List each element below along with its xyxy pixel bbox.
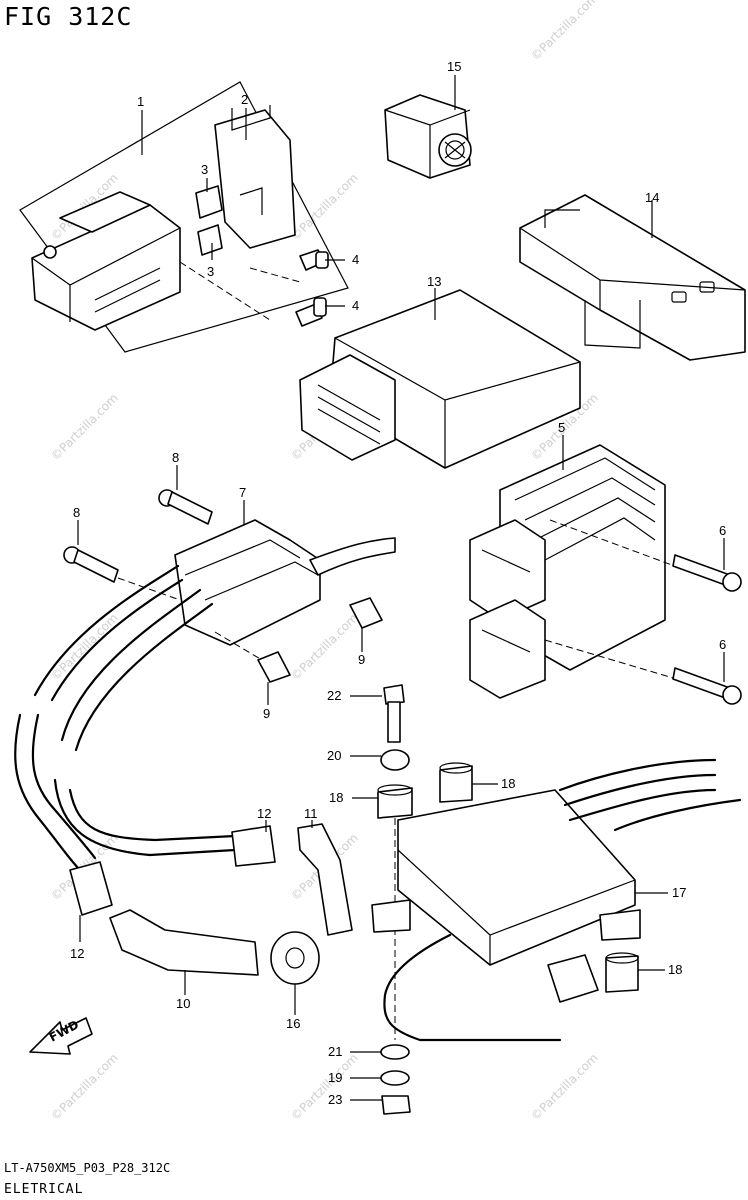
part-19-washer [380,1070,410,1086]
callout-4: 4 [352,298,359,313]
callout-3: 3 [201,162,208,177]
callout-6: 6 [719,523,726,538]
callout-13: 13 [427,274,441,289]
callout-12: 12 [257,806,271,821]
part-5-regulator [469,444,681,699]
part-6-bolts [672,554,742,705]
ignition-leads [14,564,237,872]
callout-18: 18 [329,790,343,805]
callout-18: 18 [501,776,515,791]
callout-5: 5 [558,420,565,435]
callout-9: 9 [263,706,270,721]
figure-title: FIG 312C [4,2,133,31]
callout-8: 8 [73,505,80,520]
callout-4: 4 [352,252,359,267]
part-1-relay-group [19,81,349,353]
callout-numbers: 1 2 3 3 4 4 15 14 13 5 6 6 7 8 8 9 9 22 … [70,59,726,1107]
part-18-grommets [377,762,639,993]
callout-2: 2 [241,92,248,107]
callout-22: 22 [327,688,341,703]
callout-21: 21 [328,1044,342,1059]
callout-18: 18 [668,962,682,977]
callout-23: 23 [328,1092,342,1107]
callout-10: 10 [176,996,190,1011]
part-16-washer [270,931,320,985]
callout-3: 3 [207,264,214,279]
part-8-bolts [63,489,213,601]
part-11-plug-cap [297,823,353,936]
callout-20: 20 [327,748,341,763]
part-17-controller [371,758,742,1042]
callout-1: 1 [137,94,144,109]
part-9-caps [257,597,383,683]
part-22-bolt [383,684,405,743]
part-13-ecm [299,289,581,469]
part-12-plug-boot-right [231,825,276,867]
callout-6: 6 [719,637,726,652]
callout-17: 17 [672,885,686,900]
callout-19: 19 [328,1070,342,1085]
callout-8: 8 [172,450,179,465]
callout-11: 11 [304,806,318,821]
callout-9: 9 [358,652,365,667]
part-20-washer [380,749,410,771]
callout-14: 14 [645,190,659,205]
part-14-cover [519,194,746,361]
callout-15: 15 [447,59,461,74]
callout-12: 12 [70,946,84,961]
part-21-washer [380,1044,410,1060]
part-7-ignition-coil [174,519,396,661]
part-23-nut [381,1095,411,1115]
figure-code: LT-A750XM5_P03_P28_312C [4,1161,171,1175]
figure-caption: ELETRICAL [4,1182,84,1197]
callout-7: 7 [239,485,246,500]
part-12-plug-boot-left [69,861,113,916]
leader-lines [77,75,725,1101]
part-10-plug-cap [109,909,259,976]
callout-16: 16 [286,1016,300,1031]
part-15-connector [384,94,472,179]
fwd-arrow-icon [29,1017,93,1055]
